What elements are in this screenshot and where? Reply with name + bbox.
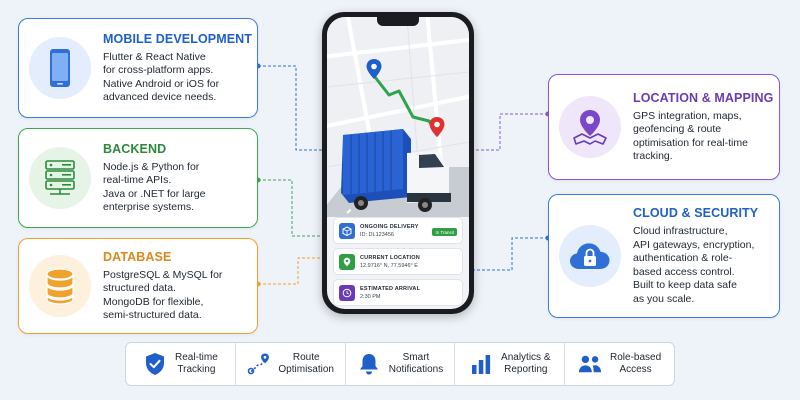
bar-chart-icon xyxy=(469,352,493,376)
card-description: GPS integration, maps, geofencing & rout… xyxy=(633,109,748,163)
users-icon xyxy=(578,352,602,376)
card-description: PostgreSQL & MySQL for structured data. … xyxy=(103,268,223,322)
map-view xyxy=(327,17,469,217)
phone-mockup: ONGOING DELIVERY ID: DL123456 In Transit… xyxy=(322,12,474,314)
clock-icon xyxy=(339,284,355,301)
status-label: ONGOING DELIVERY xyxy=(360,223,419,230)
card-title: CLOUD & SECURITY xyxy=(633,206,759,220)
connector-location xyxy=(468,113,548,151)
status-label: ESTIMATED ARRIVAL xyxy=(360,285,421,292)
smartphone-icon xyxy=(29,37,91,99)
status-value: ID: DL123456 xyxy=(360,231,394,238)
cloud-lock-icon xyxy=(559,225,621,287)
status-label: CURRENT LOCATION xyxy=(360,254,420,261)
map-pin-icon xyxy=(559,96,621,158)
phone-notch xyxy=(377,17,419,26)
card-backend: BACKEND Node.js & Python for real-time A… xyxy=(18,128,258,228)
card-location-mapping: LOCATION & MAPPING GPS integration, maps… xyxy=(548,74,780,180)
status-current-location[interactable]: CURRENT LOCATION 12.9716° N, 77.5946° E xyxy=(333,248,463,275)
card-mobile-development: MOBILE DEVELOPMENT Flutter & React Nativ… xyxy=(18,18,258,118)
connector-mobile xyxy=(258,65,330,151)
phone-screen: ONGOING DELIVERY ID: DL123456 In Transit… xyxy=(327,17,469,309)
route-icon xyxy=(246,352,270,376)
shield-check-icon xyxy=(143,352,167,376)
card-title: LOCATION & MAPPING xyxy=(633,90,774,105)
card-description: Cloud infrastructure, API gateways, encr… xyxy=(633,225,755,305)
card-title: DATABASE xyxy=(103,249,172,264)
status-badge: In Transit xyxy=(432,228,457,236)
package-icon xyxy=(339,222,355,239)
card-description: Flutter & React Native for cross-platfor… xyxy=(103,50,220,104)
card-database: DATABASE PostgreSQL & MySQL for structur… xyxy=(18,238,258,334)
feature-label: Analytics &Reporting xyxy=(501,352,551,375)
status-ongoing-delivery[interactable]: ONGOING DELIVERY ID: DL123456 In Transit xyxy=(333,217,463,244)
status-value: 2:30 PM xyxy=(360,293,381,300)
card-title: MOBILE DEVELOPMENT xyxy=(103,31,253,46)
database-icon xyxy=(29,255,91,317)
status-value: 12.9716° N, 77.5946° E xyxy=(360,262,418,269)
card-title: BACKEND xyxy=(103,141,167,156)
feature-analytics-reporting: Analytics &Reporting xyxy=(455,343,566,385)
delivery-status-list: ONGOING DELIVERY ID: DL123456 In Transit… xyxy=(333,217,463,309)
destination-pin-icon xyxy=(429,117,445,137)
status-estimated-arrival[interactable]: ESTIMATED ARRIVAL 2:30 PM xyxy=(333,279,463,306)
truck-icon xyxy=(341,129,451,212)
connector-cloud xyxy=(466,237,548,271)
server-icon xyxy=(29,147,91,209)
location-pin-icon xyxy=(339,253,355,270)
start-pin-icon xyxy=(366,59,382,79)
card-cloud-security: CLOUD & SECURITY Cloud infrastructure, A… xyxy=(548,194,780,318)
card-description: Node.js & Python for real-time APIs. Jav… xyxy=(103,160,206,214)
bell-icon xyxy=(357,352,381,376)
